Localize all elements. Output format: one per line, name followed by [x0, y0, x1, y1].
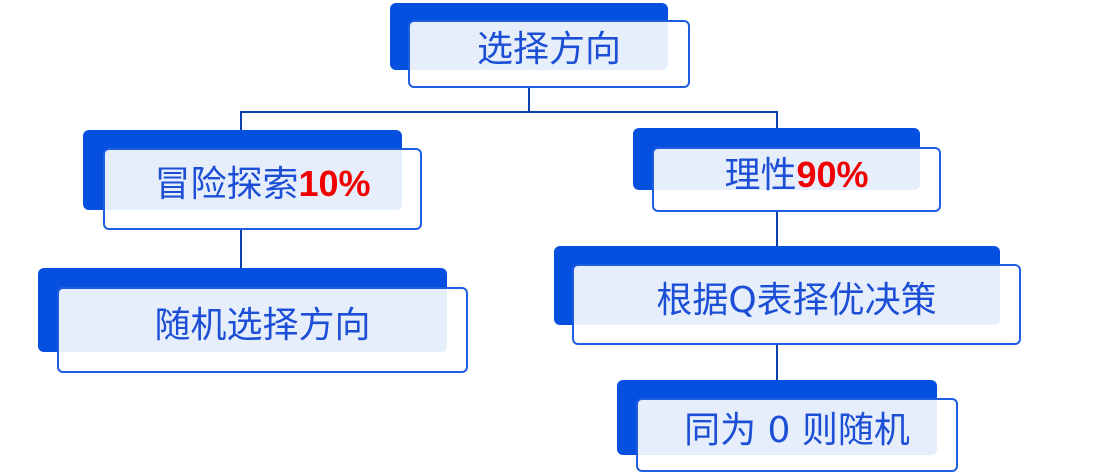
- node-label: 同为 0 则随机: [684, 410, 910, 451]
- percent-label: 10%: [298, 163, 371, 204]
- connector: [528, 88, 530, 113]
- connector: [240, 111, 778, 113]
- node-label: 理性: [724, 154, 797, 196]
- node-label: 随机选择方向: [154, 305, 371, 346]
- node-label: 选择方向: [476, 29, 621, 70]
- node-label: 根据Q表择优决策: [656, 279, 937, 321]
- percent-label: 90%: [796, 153, 869, 195]
- connector: [240, 230, 242, 288]
- node-label: 冒险探索: [154, 164, 299, 205]
- connector: [776, 345, 778, 399]
- connector: [776, 212, 778, 265]
